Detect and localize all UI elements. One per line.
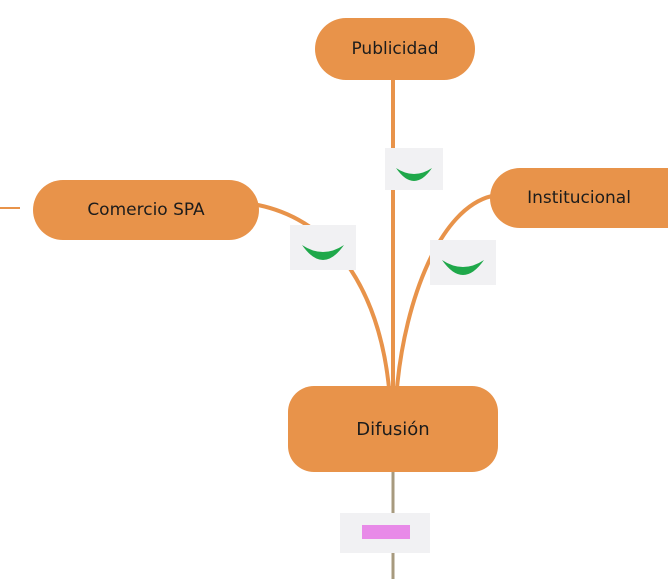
topic-publicidad[interactable]: Publicidad (315, 18, 475, 80)
topic-difusion[interactable]: Difusión (288, 386, 498, 472)
topic-label: Difusión (356, 418, 430, 440)
topic-institucional[interactable]: Institucional (490, 168, 668, 228)
difusion-marker[interactable] (340, 513, 430, 553)
connector-difusion-institucional (395, 194, 494, 390)
institucional-marker[interactable] (430, 240, 496, 285)
pink-bar-icon (362, 525, 410, 539)
topic-comercio-spa[interactable]: Comercio SPA (33, 180, 259, 240)
topic-label: Publicidad (351, 39, 439, 59)
smile-icon (396, 168, 432, 181)
topic-label: Institucional (527, 188, 631, 208)
topic-label: Comercio SPA (87, 200, 205, 220)
comercio-spa-marker[interactable] (290, 225, 356, 270)
smile-icon (442, 260, 484, 275)
smile-icon (302, 245, 344, 260)
publicidad-marker[interactable] (385, 148, 443, 190)
